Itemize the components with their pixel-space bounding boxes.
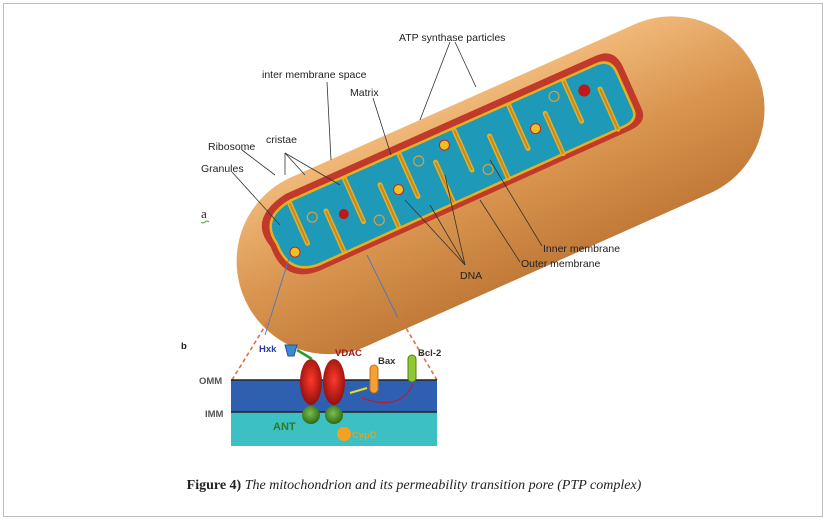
ant-left — [302, 406, 320, 424]
bax-shape — [369, 364, 379, 394]
cypd-shape — [337, 427, 351, 441]
label-cypd: CypD — [352, 430, 377, 441]
figure-frame — [3, 3, 823, 517]
label-bax: Bax — [378, 356, 396, 367]
bcl2-shape — [407, 354, 417, 383]
panel-b-labels: b Hxk VDAC Bax Bcl-2 OMM IMM ANT CypD — [181, 341, 441, 441]
label-vdac: VDAC — [335, 348, 362, 359]
label-bcl2: Bcl-2 — [418, 348, 441, 359]
vdac-right — [323, 359, 345, 405]
label-granules: Granules — [201, 163, 244, 175]
label-outer-membrane: Outer membrane — [521, 258, 601, 270]
dna-shapes — [306, 90, 560, 226]
label-dna: DNA — [460, 270, 482, 282]
label-hxk: Hxk — [259, 344, 277, 355]
label-inner-membrane: Inner membrane — [543, 243, 620, 255]
bax-arrow — [349, 387, 368, 394]
label-omm: OMM — [199, 376, 222, 387]
label-imm: IMM — [205, 409, 224, 420]
panel-a-label: a — [201, 206, 207, 221]
ant-right — [325, 406, 343, 424]
vdac-left — [300, 359, 322, 405]
panel-a-labels: ATP synthase particles inter membrane sp… — [201, 32, 620, 282]
mitochondrion-illustration — [236, 16, 765, 355]
bcl2-inhibition — [361, 383, 414, 404]
figure-caption: Figure 4) The mitochondrion and its perm… — [0, 478, 828, 494]
label-inter-membrane-space: inter membrane space — [262, 69, 367, 81]
figure-caption-text: The mitochondrion and its permeability t… — [244, 478, 642, 493]
ptp-complex-diagram — [231, 344, 437, 446]
label-ant: ANT — [273, 421, 296, 433]
label-atp-synthase: ATP synthase particles — [399, 32, 505, 44]
figure-number: Figure 4) — [186, 478, 242, 493]
leader-lines — [231, 41, 543, 266]
label-cristae: cristae — [266, 134, 297, 146]
hxk-icon — [284, 344, 298, 357]
hxk-arrow — [296, 348, 313, 361]
label-ribosome: Ribosome — [208, 141, 255, 153]
panel-b-label: b — [181, 341, 187, 352]
label-matrix: Matrix — [350, 87, 379, 99]
granules-shapes — [289, 84, 591, 258]
